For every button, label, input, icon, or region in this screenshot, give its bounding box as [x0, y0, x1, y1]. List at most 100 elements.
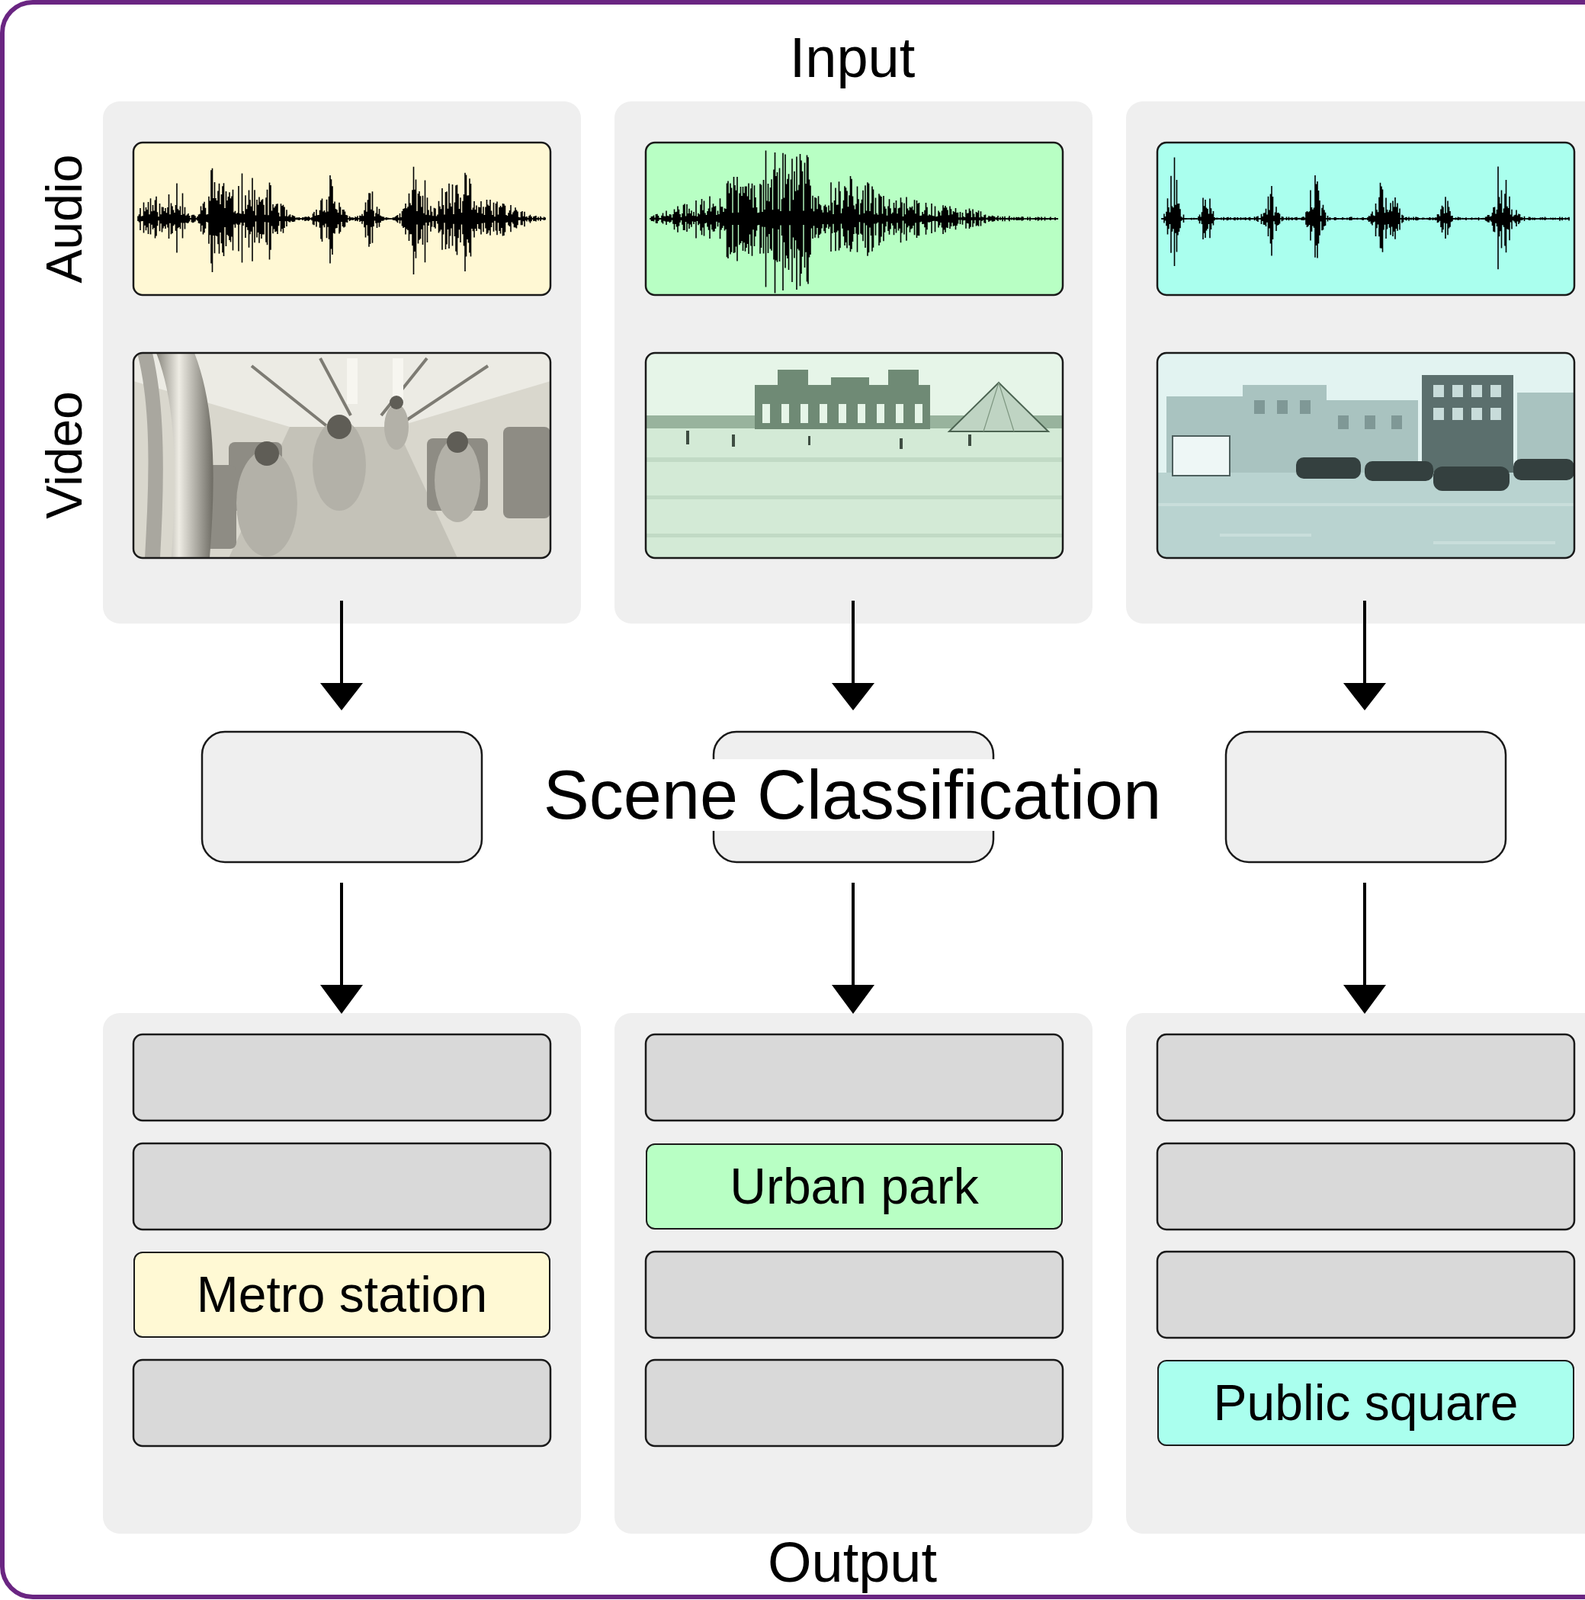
- video-frame-train-part-part: [396, 365, 488, 427]
- video-frame-street-part-part: [1433, 541, 1556, 545]
- video-frame-park-part-part: [876, 404, 885, 424]
- input-panel-part: [614, 101, 1093, 624]
- video-frame-street-part-part: [1433, 407, 1444, 421]
- empty-class-slot-part: [645, 1360, 1063, 1447]
- flow-arrow-part: [340, 600, 344, 687]
- flow-arrow-part: [851, 882, 855, 989]
- video-frame-park-part: [754, 369, 931, 430]
- video-frame-park-part: [645, 352, 1063, 559]
- waveform-trace: [1161, 157, 1569, 270]
- video-frame-train-part-part: [503, 426, 551, 519]
- video-frame-train-part-part: [346, 358, 358, 405]
- video-frame-park-part-part: [998, 382, 1014, 432]
- flow-arrow-part: [831, 985, 875, 1014]
- waveform-trace: [650, 150, 1058, 294]
- video-frame-park-part: [686, 430, 972, 450]
- output-panel-part: [614, 1013, 1093, 1534]
- video-frame-street-part-part: [1433, 385, 1444, 398]
- video-frame-street-part-part: [1452, 407, 1464, 421]
- video-frame-train-part: [137, 352, 164, 559]
- video-box-border-part: [133, 352, 551, 559]
- audio-waveform: [137, 150, 1570, 294]
- output-panel-part: [1126, 1013, 1585, 1534]
- video-frame-street-part: [1157, 503, 1575, 545]
- video-frame-street-part-part: [1391, 415, 1403, 430]
- video-frame-street-part-part: [1452, 385, 1464, 398]
- scene-class-label: Urban park: [729, 1158, 979, 1215]
- video-frame-park-part-part: [777, 369, 809, 389]
- video-frame-street-part-part: [1364, 461, 1434, 482]
- video-frame-street-part: [1157, 352, 1575, 559]
- video-frame-park-part-part: [808, 436, 811, 446]
- video-frame-park-part-part: [645, 533, 1063, 538]
- video-frame-street-part: [1296, 457, 1575, 491]
- video-frame-park-part: [983, 382, 1014, 432]
- video-frame-train-part-part: [327, 414, 352, 440]
- video-frame-park-part-part: [645, 495, 1063, 500]
- video-frame-street-part: [1157, 472, 1575, 559]
- video-frame-park-part: [645, 457, 1063, 538]
- video-frame-park-part: [949, 382, 1049, 432]
- video-frame-street-part-part: [1296, 457, 1361, 479]
- empty-class-slot-part: [1157, 1143, 1575, 1230]
- video-frame-train-part-part: [389, 395, 404, 410]
- audio-box-part: [645, 142, 1063, 296]
- video-frame-park-part-part: [857, 404, 866, 424]
- input-panel-part: [1126, 101, 1585, 624]
- video-frame-park-part-part: [914, 404, 923, 424]
- video-frame-street-part: [1421, 375, 1514, 473]
- empty-class-slot-part: [645, 1034, 1063, 1121]
- flow-arrow-part: [340, 882, 344, 989]
- flow-arrow-part: [1343, 985, 1387, 1014]
- video-box-border-part: [1157, 352, 1575, 559]
- video-frame-street-part-part: [1299, 400, 1311, 414]
- empty-class-slot-part: [645, 1251, 1063, 1338]
- video-frame-street-part-part: [1471, 385, 1483, 398]
- video-frame-street: [1157, 352, 1575, 559]
- video-frame-street-part-part: [1471, 407, 1483, 421]
- video-frame-street-part-part: [1276, 400, 1288, 414]
- audio-box-part: [133, 142, 551, 296]
- video-frame-street-part: [1172, 436, 1230, 476]
- empty-class-slot-part: [1157, 1034, 1575, 1121]
- video-frame-park-part-part: [888, 369, 919, 389]
- output-panel-part: [102, 1013, 581, 1534]
- video-frame-train-part-part: [251, 365, 328, 427]
- section-heading: Input: [789, 29, 916, 87]
- video-frame-park-part-part: [983, 382, 999, 432]
- video-box-border-part: [645, 352, 1063, 559]
- stage-label: Scene Classification: [539, 759, 1166, 832]
- video-frame-train-part: [133, 352, 551, 559]
- flow-arrow-part: [1363, 882, 1367, 989]
- video-frame-street-part-part: [1490, 407, 1502, 421]
- video-frame-park-part-part: [838, 404, 847, 424]
- section-heading: Output: [767, 1534, 937, 1592]
- scene-class-box: Public square: [1157, 1360, 1575, 1447]
- flow-arrow-part: [320, 683, 363, 711]
- video-frame-street-part-part: [1337, 415, 1349, 430]
- video-frame-park-part-part: [781, 404, 790, 424]
- flow-arrow-part: [831, 683, 875, 711]
- classifier-box: [202, 731, 1506, 863]
- video-frame-street-part-part: [1490, 385, 1502, 398]
- audio-box-part: [1157, 142, 1575, 296]
- classifier-box-part: [1225, 731, 1506, 863]
- video-frame-park-part: [645, 426, 1063, 559]
- video-frame-street-part-part: [1157, 503, 1575, 507]
- video-frame-train-part: [236, 404, 481, 557]
- waveform-trace: [137, 166, 546, 275]
- modality-label: Audio: [38, 154, 90, 284]
- video-frame-park-part-part: [731, 434, 735, 447]
- empty-class-slot-part: [133, 1034, 551, 1121]
- video-frame-train-part-part: [384, 404, 409, 450]
- video-frame-train: [133, 352, 551, 559]
- empty-class-slot-part: [133, 1143, 551, 1230]
- video-frame-park-part-part: [899, 438, 903, 450]
- video-frame-park: [645, 352, 1063, 559]
- empty-class-slot: [133, 1034, 1575, 1447]
- video-frame-park-part-part: [819, 404, 828, 424]
- video-frame-train-part-part: [446, 431, 469, 453]
- classifier-box-part: [202, 731, 482, 863]
- empty-class-slot-part: [133, 1360, 551, 1447]
